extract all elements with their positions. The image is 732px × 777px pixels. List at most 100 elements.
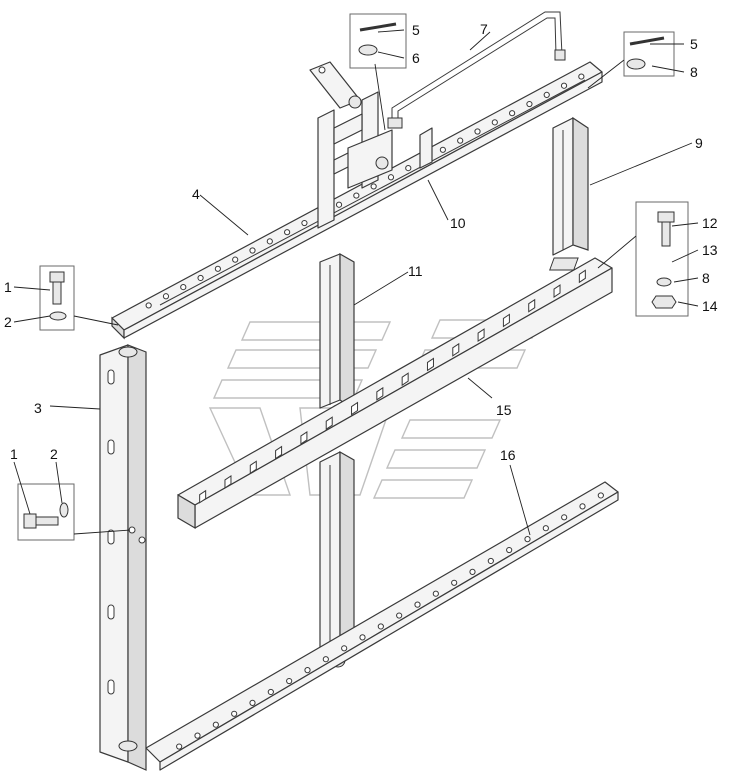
callout-5b: 5 [690, 36, 698, 52]
leader-lines [13, 29, 699, 536]
bar-slot [401, 372, 409, 387]
callout-14: 14 [702, 298, 718, 314]
callout-labels: 1 2 3 4 5 6 7 5 8 9 10 11 12 13 8 14 15 … [4, 21, 718, 463]
bar-slot [325, 416, 333, 431]
bolt-hole [145, 302, 152, 309]
bolt-hole [487, 557, 494, 565]
bolt-hole [597, 492, 604, 499]
callout-8a: 8 [690, 64, 698, 80]
bar-slot [300, 430, 308, 445]
bolt-hole [284, 229, 291, 236]
right-vertical-channel [552, 116, 589, 256]
cotter-pin-icon [359, 22, 397, 32]
bolt-icon [657, 211, 675, 247]
callout-7: 7 [480, 21, 488, 37]
bolt-hole [232, 256, 239, 263]
upper-bracket [309, 61, 433, 229]
bolt-hole [353, 192, 360, 199]
callout-2b: 2 [50, 446, 58, 462]
bolt-hole [524, 536, 531, 543]
bolt-hole [231, 710, 238, 717]
middle-slotted-bar [177, 257, 613, 530]
bar-slot [275, 445, 283, 460]
callout-10: 10 [450, 215, 466, 231]
left-vertical-post [99, 344, 147, 771]
washer-icon [358, 44, 378, 56]
bolt-hole [267, 688, 274, 696]
bar-slot [376, 386, 384, 401]
bolt-icon [49, 271, 65, 305]
bolt-hole [301, 219, 308, 227]
bolt-hole [474, 128, 481, 135]
bolt-hole [396, 612, 403, 619]
bolt-hole [377, 623, 384, 630]
bolt-hole [560, 82, 568, 89]
washer-icon [49, 311, 67, 321]
bar-slot [351, 401, 359, 416]
bolt-hole [542, 525, 549, 532]
callout-5a: 5 [412, 22, 420, 38]
bolt-hole [212, 721, 219, 728]
bar-slot [528, 298, 536, 313]
bar-slot [578, 269, 586, 284]
callout-1b: 1 [10, 446, 18, 462]
washer-icon [59, 502, 69, 518]
callout-15: 15 [496, 402, 512, 418]
callout-3: 3 [34, 400, 42, 416]
washer-icon [656, 277, 672, 287]
bolt-hole [249, 247, 256, 254]
callout-8b: 8 [702, 270, 710, 286]
bar-slot [553, 284, 561, 298]
center-upper-channel [319, 252, 355, 420]
bolt-hole [414, 601, 421, 608]
bolt-hole [197, 274, 204, 282]
bolt-hole [579, 503, 586, 510]
bolt-hole [359, 634, 366, 641]
bolt-hole [176, 743, 183, 750]
callout-11: 11 [408, 263, 423, 279]
bolt-hole [491, 119, 498, 126]
callout-1a: 1 [4, 279, 12, 295]
bolt-hole [387, 174, 395, 181]
bar-slot [249, 460, 257, 475]
callout-6: 6 [412, 50, 420, 66]
bar-slot [224, 475, 232, 489]
bolt-hole [194, 732, 201, 739]
bolt-hole [432, 590, 439, 597]
bolt-hole [214, 265, 221, 272]
bolt-hole [506, 546, 513, 554]
bolt-hole [341, 645, 348, 652]
bar-slot [426, 357, 434, 372]
bolt-hole [509, 110, 516, 117]
callout-2a: 2 [4, 314, 12, 330]
callout-4: 4 [192, 186, 200, 202]
bolt-hole [405, 165, 412, 172]
bolt-hole [526, 100, 533, 108]
callout-16: 16 [500, 447, 516, 463]
plate-icon [549, 257, 579, 271]
bolt-hole [543, 91, 550, 98]
bar-slot [199, 489, 207, 504]
bolt-hole [249, 699, 256, 706]
bolt-hole [322, 656, 329, 663]
callout-13: 13 [702, 242, 718, 258]
bolt-hole [286, 677, 293, 685]
bolt-hole [180, 284, 187, 291]
bar-slot [477, 328, 485, 343]
bolt-hole [457, 137, 464, 144]
detail-box-pin-washer-top [349, 13, 407, 69]
detail-box-pin-washer-right [623, 31, 675, 77]
bolt-hole [304, 667, 311, 674]
bolt-hole [561, 514, 568, 521]
bolt-hole [439, 146, 446, 153]
bolt-hole [451, 579, 458, 586]
pipe [387, 11, 566, 129]
bolt-hole [469, 568, 476, 575]
bolt-hole [266, 238, 273, 245]
bolt-hole [370, 183, 377, 190]
bolt-hole [335, 201, 343, 208]
callout-12: 12 [702, 215, 718, 231]
bolt-hole [578, 73, 585, 80]
bottom-strap [145, 481, 619, 771]
